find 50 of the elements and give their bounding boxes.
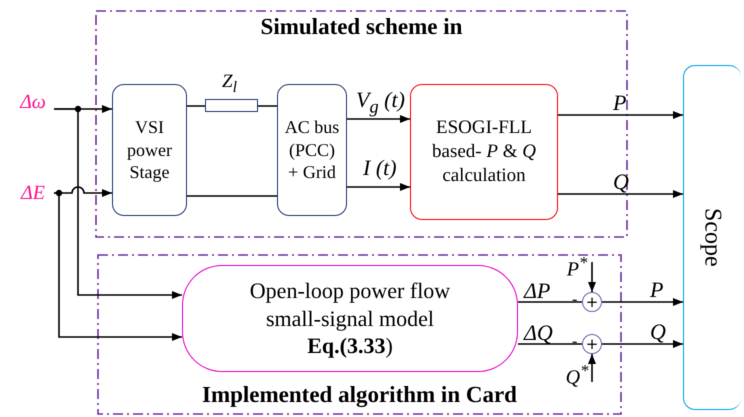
- reference-label: Q$^{*}$: [566, 362, 588, 388]
- sign-label: -: [572, 334, 578, 350]
- process-box: [277, 84, 347, 216]
- connector-arrow: [54, 192, 182, 341]
- model-block: [182, 265, 518, 372]
- connector-arrow: [588, 262, 596, 292]
- impedance-symbol: [205, 99, 258, 112]
- input-signal-label: ΔE: [21, 183, 45, 203]
- edge-label: I (t): [363, 157, 397, 179]
- connector-arrow: [602, 298, 683, 306]
- scope-block: [683, 65, 741, 410]
- connector-line: [518, 301, 582, 303]
- process-box: [112, 84, 187, 216]
- block-label: ESOGI-FLL based- P & Q calculation: [431, 116, 537, 188]
- connector-arrow: [588, 354, 596, 382]
- edge-label: ΔP: [524, 280, 550, 302]
- edge-label: P: [650, 279, 664, 301]
- connector-line: [258, 105, 277, 107]
- connector-line: [187, 195, 277, 197]
- algorithm-group: [97, 254, 622, 415]
- connector-line: [187, 105, 205, 107]
- connector-arrow: [347, 115, 410, 123]
- edge-label: P: [613, 92, 626, 114]
- sign-label: +: [586, 294, 598, 310]
- summing-junction: [582, 292, 602, 312]
- edge-label: Q: [613, 171, 629, 193]
- connector-arrow: [602, 340, 683, 348]
- impedance-label: Z$_{l}$: [222, 72, 237, 96]
- connector-arrow: [54, 108, 182, 299]
- process-box: [410, 84, 558, 220]
- block-label: VSI power Stage: [126, 116, 173, 184]
- edge-label: V$_{g}$ (t): [356, 89, 405, 116]
- block-label: Scope: [698, 208, 726, 267]
- sign-label: -: [572, 292, 578, 308]
- block-label: AC bus (PCC) + Grid: [284, 116, 340, 184]
- block-label: Open-loop power flow small-signal model: [248, 277, 452, 332]
- summing-junction: [582, 334, 602, 354]
- sign-label: +: [586, 336, 598, 352]
- block-label: Eq.(3.33): [306, 332, 394, 360]
- connector-arrow: [347, 183, 410, 191]
- input-signal-label: Δω: [20, 92, 46, 112]
- edge-label: Q: [650, 321, 666, 343]
- group-title: Implemented algorithm in Card: [201, 382, 518, 408]
- edge-label: ΔQ: [524, 322, 553, 344]
- reference-label: P$^{*}$: [566, 254, 588, 280]
- group-title: Simulated scheme in: [260, 14, 464, 40]
- connector-arrow: [558, 190, 683, 198]
- connector-arrow: [558, 111, 683, 119]
- simulation-group: [95, 10, 628, 238]
- connector-line: [518, 343, 582, 345]
